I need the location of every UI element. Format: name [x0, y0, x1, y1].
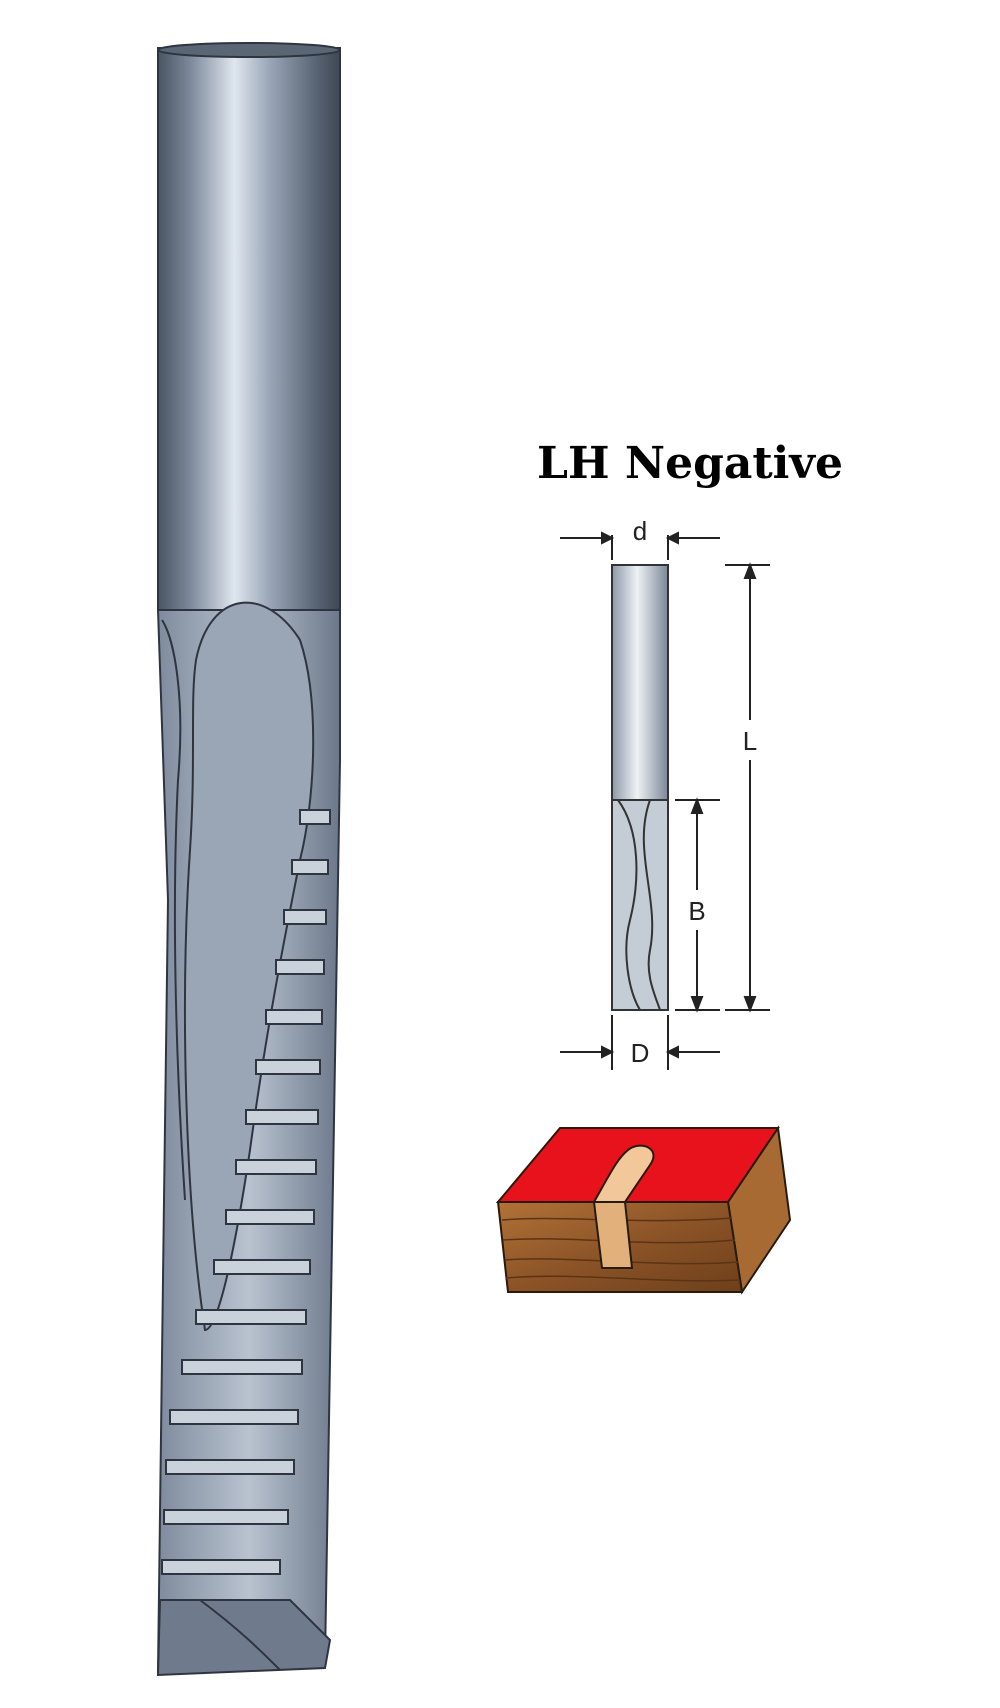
dim-label-d: d — [633, 516, 647, 546]
dim-label-D: D — [631, 1038, 650, 1068]
figure-title: LH Negative — [537, 438, 843, 489]
dim-label-B: B — [688, 896, 705, 926]
bit-tip — [156, 1599, 332, 1677]
chip-breaker-notches — [161, 809, 331, 1575]
dim-label-L: L — [743, 726, 757, 756]
